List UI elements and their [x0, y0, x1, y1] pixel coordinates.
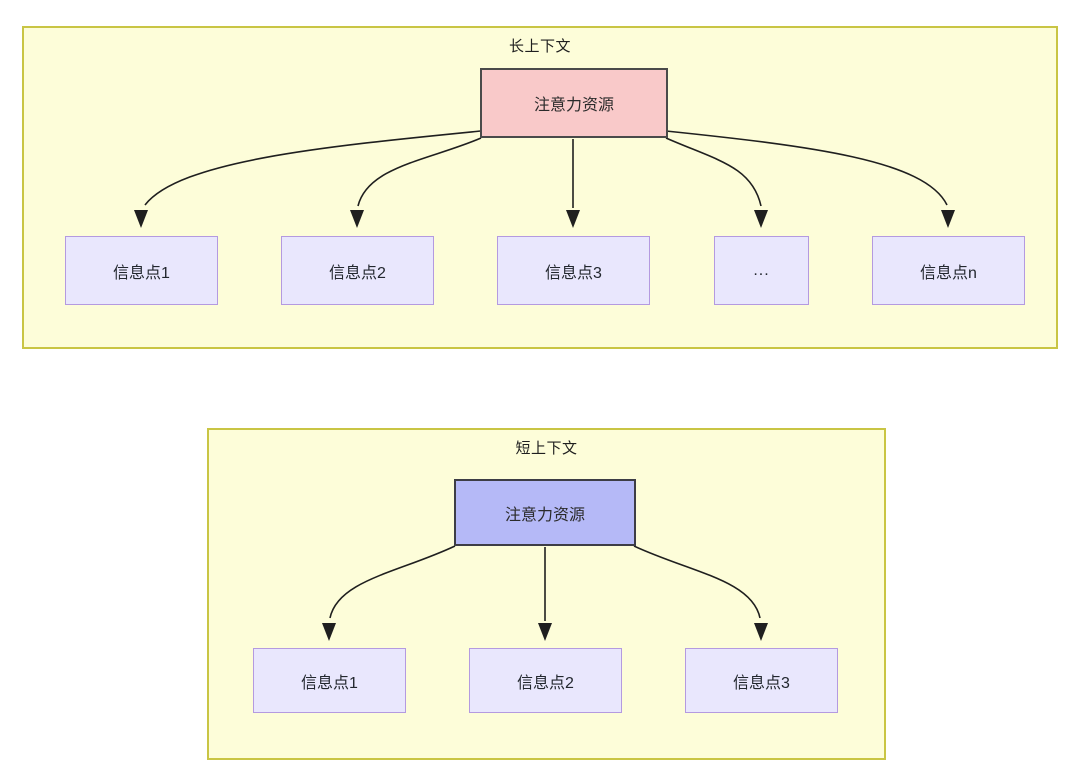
node-long-attention-resource[interactable]: 注意力资源	[480, 68, 668, 138]
node-long-info-point-2[interactable]: 信息点2	[281, 236, 434, 305]
node-short-info-point-1[interactable]: 信息点1	[253, 648, 406, 713]
node-long-info-point-n[interactable]: 信息点n	[872, 236, 1025, 305]
node-long-info-point-ellipsis[interactable]: ...	[714, 236, 809, 305]
node-short-attention-resource[interactable]: 注意力资源	[454, 479, 636, 546]
node-long-info-point-3[interactable]: 信息点3	[497, 236, 650, 305]
panel-long-context-title: 长上下文	[508, 38, 571, 55]
panel-short-context-title: 短上下文	[515, 440, 578, 457]
node-long-info-point-1[interactable]: 信息点1	[65, 236, 218, 305]
node-short-info-point-3[interactable]: 信息点3	[685, 648, 838, 713]
node-short-info-point-2[interactable]: 信息点2	[469, 648, 622, 713]
